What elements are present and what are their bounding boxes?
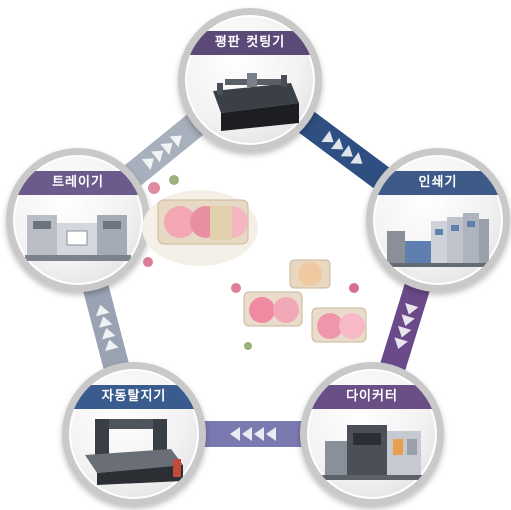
chevron-arrow-icon: [105, 339, 119, 352]
node-label-stripper: 자동탈지기: [69, 385, 199, 409]
chevron-arrow-icon: [141, 158, 154, 170]
chevron-arrow-icon: [151, 150, 164, 163]
macaron-packaging-photo: [142, 175, 367, 350]
auto-stripping-machine-icon: [85, 419, 183, 485]
node-label-printer: 인쇄기: [373, 171, 503, 195]
die-cutter-icon: [321, 425, 423, 480]
printing-press-node: 인쇄기: [366, 148, 510, 292]
chevron-arrow-icon: [242, 427, 252, 441]
chevron-arrow-icon: [398, 325, 412, 338]
flatbed-cutter-node: 평판 컷팅기: [178, 8, 322, 152]
chevron-arrow-icon: [350, 152, 363, 164]
chevron-arrow-icon: [394, 337, 408, 349]
node-label-flatbed: 평판 컷팅기: [185, 31, 315, 55]
chevron-arrow-icon: [160, 143, 173, 155]
chevron-arrow-icon: [340, 144, 353, 157]
tray-forming-machine-icon: [25, 215, 131, 261]
chevron-arrow-icon: [401, 314, 415, 327]
die-cutter-node: 다이커터: [300, 362, 444, 506]
chevron-arrow-icon: [254, 427, 264, 441]
printing-press-icon: [385, 213, 491, 267]
node-label-diecutter: 다이커터: [307, 385, 437, 409]
chevron-arrow-icon: [230, 427, 240, 441]
chevron-arrow-icon: [98, 316, 113, 328]
chevron-arrow-icon: [102, 327, 116, 340]
chevron-arrow-icon: [95, 304, 110, 317]
flatbed-cutter-icon: [213, 73, 299, 131]
chevron-arrow-icon: [330, 137, 344, 150]
chevron-arrow-icon: [169, 135, 182, 148]
chevron-arrow-icon: [266, 427, 276, 441]
auto-stripping-machine-node: 자동탈지기: [62, 362, 206, 506]
chevron-arrow-icon: [321, 130, 334, 143]
node-label-tray: 트레이기: [13, 171, 143, 195]
chevron-arrow-icon: [405, 302, 419, 315]
tray-forming-machine-node: 트레이기: [6, 148, 150, 292]
